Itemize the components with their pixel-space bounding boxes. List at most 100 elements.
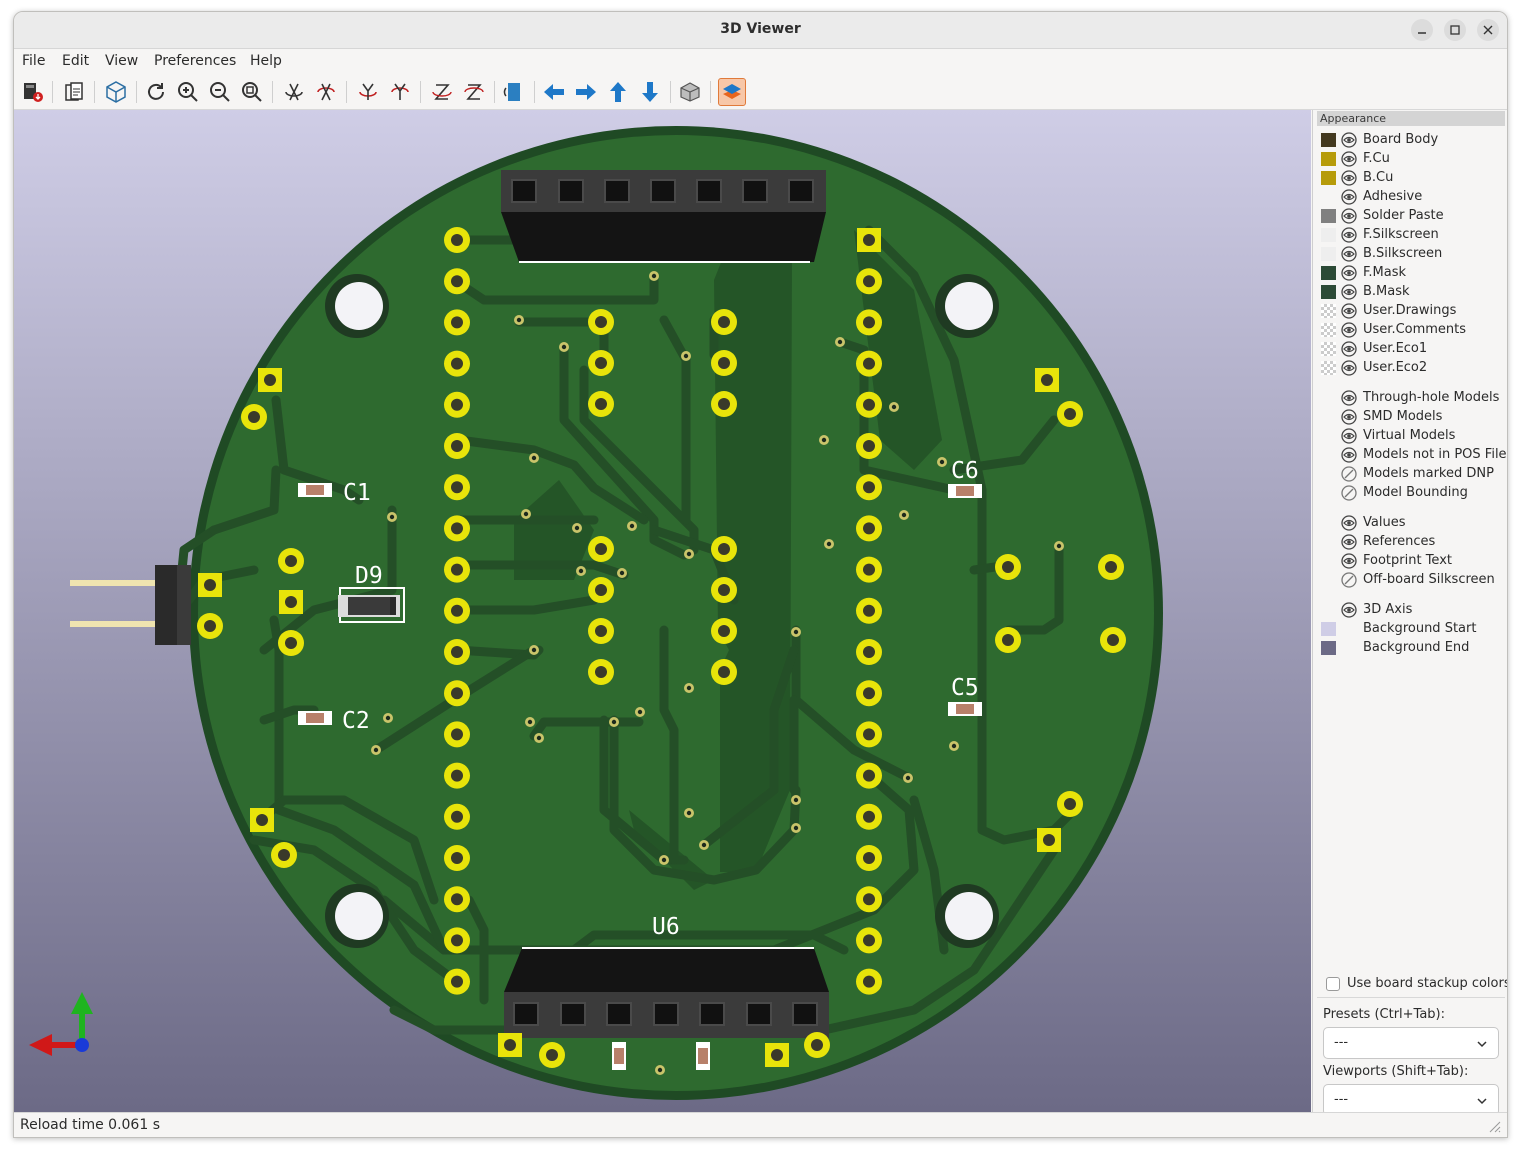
layer-row-background-start[interactable]: Background Start	[1319, 620, 1507, 638]
stackup-checkbox[interactable]	[1326, 977, 1340, 991]
layer-row-user-drawings[interactable]: User.Drawings	[1319, 302, 1507, 320]
layer-name: Solder Paste	[1363, 208, 1444, 223]
pad	[588, 536, 614, 562]
eye-icon	[1341, 602, 1357, 618]
viewports-select[interactable]: ---	[1323, 1084, 1499, 1116]
orthographic-button[interactable]	[676, 78, 704, 106]
3d-canvas[interactable]: C1 C2 C6 C5 D9 U6	[14, 110, 1311, 1112]
layer-row-background-end[interactable]: Background End	[1319, 639, 1507, 657]
layer-row-model-bounding[interactable]: Model Bounding	[1319, 484, 1507, 502]
minimize-icon	[1418, 32, 1426, 34]
pad	[588, 350, 614, 376]
color-swatch[interactable]	[1321, 342, 1336, 356]
copy-button[interactable]	[60, 78, 88, 106]
layer-name: B.Mask	[1363, 284, 1410, 299]
move-down-button[interactable]	[636, 78, 664, 106]
via	[791, 627, 801, 637]
layer-row-off-board-silkscreen[interactable]: Off-board Silkscreen	[1319, 571, 1507, 589]
layer-row-user-eco2[interactable]: User.Eco2	[1319, 359, 1507, 377]
color-swatch[interactable]	[1321, 641, 1336, 655]
resize-grip-icon[interactable]	[1487, 1119, 1501, 1133]
minimize-button[interactable]	[1411, 19, 1433, 41]
layer-row-values[interactable]: Values	[1319, 514, 1507, 532]
rotate-z-cw-button[interactable]	[428, 78, 456, 106]
layer-name: Board Body	[1363, 132, 1439, 147]
menu-edit[interactable]: Edit	[62, 53, 90, 69]
color-swatch[interactable]	[1321, 622, 1336, 636]
layer-name: Footprint Text	[1363, 553, 1452, 568]
color-swatch[interactable]	[1321, 361, 1336, 375]
layer-row-solder-paste[interactable]: Solder Paste	[1319, 207, 1507, 225]
raytrace-button[interactable]	[102, 78, 130, 106]
rotate-x-ccw-button[interactable]	[312, 78, 340, 106]
via	[684, 808, 694, 818]
rotate-x-cw-button[interactable]	[280, 78, 308, 106]
move-up-button[interactable]	[604, 78, 632, 106]
zoom-out-button[interactable]	[206, 78, 234, 106]
layer-name: B.Silkscreen	[1363, 246, 1443, 261]
via	[819, 435, 829, 445]
move-left-button[interactable]	[540, 78, 568, 106]
zoom-fit-button[interactable]	[238, 78, 266, 106]
move-right-button[interactable]	[572, 78, 600, 106]
color-swatch[interactable]	[1321, 323, 1336, 337]
color-swatch[interactable]	[1321, 209, 1336, 223]
color-swatch[interactable]	[1321, 285, 1336, 299]
layer-row-user-comments[interactable]: User.Comments	[1319, 321, 1507, 339]
layer-row-b-cu[interactable]: B.Cu	[1319, 169, 1507, 187]
layer-row-models-marked-dnp[interactable]: Models marked DNP	[1319, 465, 1507, 483]
pad	[197, 613, 223, 639]
layers-manager-button[interactable]	[718, 78, 746, 106]
layer-name: Background Start	[1363, 621, 1477, 636]
color-swatch[interactable]	[1321, 266, 1336, 280]
rotate-y-ccw-button[interactable]	[386, 78, 414, 106]
layer-row-b-silkscreen[interactable]: B.Silkscreen	[1319, 245, 1507, 263]
layer-row-f-mask[interactable]: F.Mask	[1319, 264, 1507, 282]
refresh-icon	[148, 83, 164, 100]
layer-row-f-silkscreen[interactable]: F.Silkscreen	[1319, 226, 1507, 244]
rotate-z-ccw-button[interactable]	[460, 78, 488, 106]
layer-name: Virtual Models	[1363, 428, 1456, 443]
menu-view[interactable]: View	[105, 53, 139, 69]
layer-row-f-cu[interactable]: F.Cu	[1319, 150, 1507, 168]
rotate-y-cw-button[interactable]	[354, 78, 382, 106]
pad	[588, 618, 614, 644]
zoom-in-button[interactable]	[174, 78, 202, 106]
layer-row-models-not-in-pos-file[interactable]: Models not in POS File	[1319, 446, 1507, 464]
pad	[444, 886, 470, 913]
layer-name: User.Drawings	[1363, 303, 1457, 318]
menu-file[interactable]: File	[22, 53, 46, 69]
flip-board-button[interactable]	[500, 78, 528, 106]
reload-button[interactable]	[142, 78, 170, 106]
color-swatch[interactable]	[1321, 247, 1336, 261]
color-swatch[interactable]	[1321, 228, 1336, 242]
presets-select[interactable]: ---	[1323, 1027, 1499, 1059]
via	[529, 453, 539, 463]
presets-label: Presets (Ctrl+Tab):	[1323, 1007, 1445, 1022]
layer-row-board-body[interactable]: Board Body	[1319, 131, 1507, 149]
pad	[278, 548, 304, 574]
color-swatch[interactable]	[1321, 152, 1336, 166]
layer-row-3d-axis[interactable]: 3D Axis	[1319, 601, 1507, 619]
layer-row-smd-models[interactable]: SMD Models	[1319, 408, 1507, 426]
color-swatch[interactable]	[1321, 171, 1336, 185]
export-button[interactable]	[19, 78, 47, 106]
layer-row-virtual-models[interactable]: Virtual Models	[1319, 427, 1507, 445]
layer-row-adhesive[interactable]: Adhesive	[1319, 188, 1507, 206]
viewports-label: Viewports (Shift+Tab):	[1323, 1064, 1469, 1079]
maximize-button[interactable]	[1444, 19, 1466, 41]
layer-row-footprint-text[interactable]: Footprint Text	[1319, 552, 1507, 570]
menu-help[interactable]: Help	[250, 53, 282, 69]
via	[681, 351, 691, 361]
eye-icon	[1341, 246, 1357, 262]
pad	[995, 554, 1021, 580]
layer-row-through-hole-models[interactable]: Through-hole Models	[1319, 389, 1507, 407]
layer-row-user-eco1[interactable]: User.Eco1	[1319, 340, 1507, 358]
menu-preferences[interactable]: Preferences	[154, 53, 237, 69]
color-swatch[interactable]	[1321, 133, 1336, 147]
layer-row-b-mask[interactable]: B.Mask	[1319, 283, 1507, 301]
layer-row-references[interactable]: References	[1319, 533, 1507, 551]
layer-name: User.Comments	[1363, 322, 1467, 337]
color-swatch[interactable]	[1321, 304, 1336, 318]
close-button[interactable]	[1477, 19, 1499, 41]
